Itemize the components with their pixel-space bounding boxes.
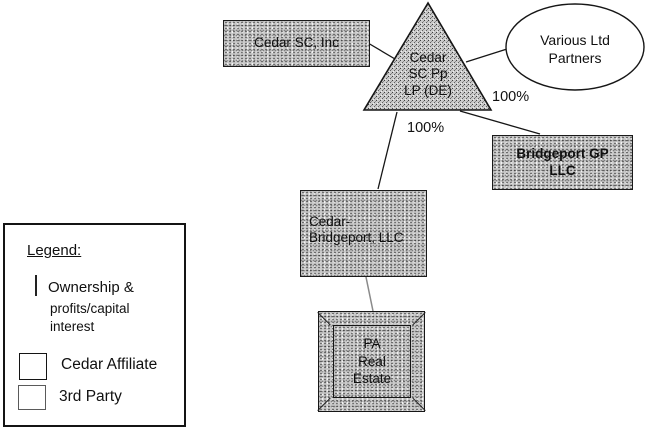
node-pa-real-estate-label: PA Real Estate bbox=[352, 336, 392, 387]
frame-bevel-top-left bbox=[317, 312, 331, 326]
edge-inc-to-lp bbox=[367, 42, 396, 60]
node-cedar-sc-inc-label: Cedar SC, Inc bbox=[254, 35, 339, 51]
edge-cedar-bridgeport-to-pa bbox=[365, 276, 374, 312]
node-cedar-sc-inc: Cedar SC, Inc bbox=[223, 20, 370, 67]
legend-title: Legend: bbox=[27, 242, 82, 259]
node-cedar-bridgeport-llc: Cedar- Bridgeport, LLC bbox=[300, 190, 427, 277]
ellipse-shape-various-ltd-partners bbox=[505, 3, 645, 91]
node-cedar-bridgeport-llc-label: Cedar- Bridgeport, LLC bbox=[309, 214, 404, 246]
legend: Legend: Ownership & profits/capital inte… bbox=[3, 223, 186, 427]
node-pa-real-estate: PA Real Estate bbox=[317, 311, 426, 412]
legend-cedar-affiliate-label: Cedar Affiliate bbox=[61, 356, 158, 373]
third-party-swatch bbox=[18, 385, 46, 410]
node-bridgeport-gp-llc-label: Bridgeport GP LLC bbox=[516, 145, 609, 178]
ownership-line-icon bbox=[35, 275, 37, 296]
edge-label-lp-to-bridgeport-gp: 100% bbox=[492, 89, 530, 105]
frame-bevel-bottom-left bbox=[317, 397, 331, 411]
edge-lp-to-cedar-bridgeport bbox=[377, 111, 398, 190]
legend-ownership-label: Ownership & bbox=[48, 279, 134, 296]
node-cedar-sc-pp-lp-label: Cedar SC Pp LP (DE) bbox=[404, 50, 452, 98]
node-bridgeport-gp-llc: Bridgeport GP LLC bbox=[492, 135, 633, 190]
node-various-ltd-partners-label: Various Ltd Partners bbox=[540, 32, 610, 67]
cedar-affiliate-swatch bbox=[19, 353, 47, 380]
legend-ownership-sublabel: profits/capital interest bbox=[50, 301, 130, 334]
edge-lp-to-bridgeport-gp bbox=[459, 110, 541, 135]
triangle-shape-cedar-sc-pp-lp bbox=[362, 1, 493, 111]
frame-bevel-top-right bbox=[412, 312, 426, 326]
edge-lp-to-partners bbox=[465, 48, 508, 63]
node-pa-real-estate-inner: PA Real Estate bbox=[333, 325, 411, 398]
edge-label-lp-to-cedar-bridgeport: 100% bbox=[407, 120, 445, 136]
legend-third-party-label: 3rd Party bbox=[59, 388, 122, 405]
frame-bevel-bottom-right bbox=[412, 397, 426, 411]
